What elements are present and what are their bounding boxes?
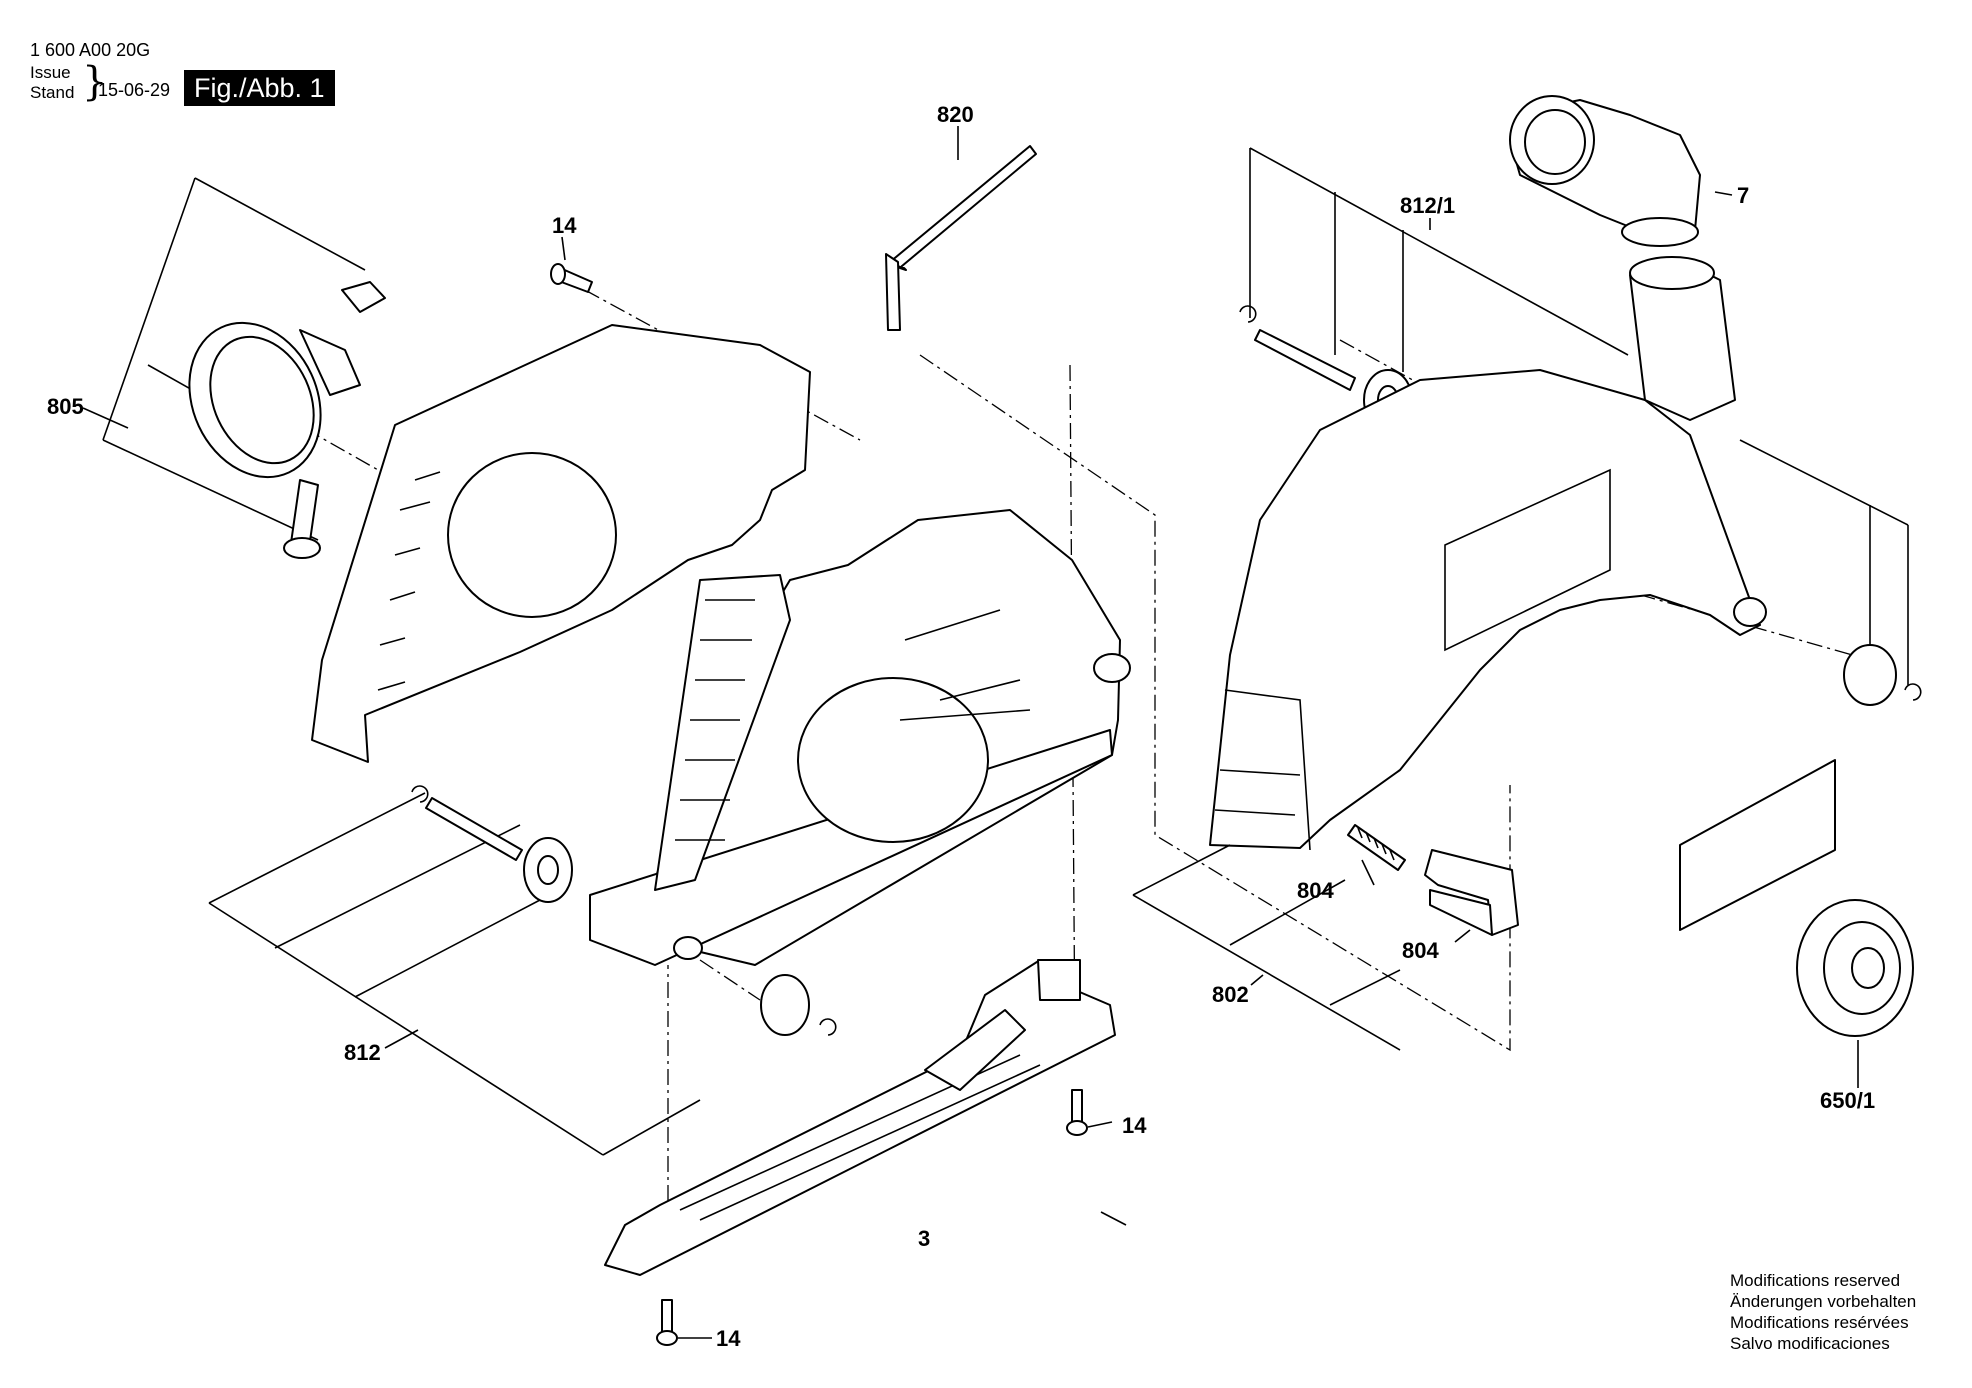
leader-lines [82,126,1859,1339]
figure-tag: Fig./Abb. 1 [184,70,335,106]
part-label-820: 820 [937,102,974,127]
modifications-notice: Modifications reserved Änderungen vorbeh… [1730,1270,1916,1354]
issue-date: 15-06-29 [98,80,171,100]
lever-804 [1347,824,1519,936]
guard-right-housing [1209,256,1767,851]
part-label-812: 812 [344,1040,381,1065]
guard-805-group [102,177,386,559]
guard-shell [311,324,811,763]
document-number: 1 600 A00 20G [30,40,151,60]
notice-line-fr: Modifications resérvées [1730,1313,1909,1332]
notice-line-de: Änderungen vorbehalten [1730,1292,1917,1311]
base-plate-3 [604,959,1116,1276]
part-label-7: 7 [1737,183,1749,208]
wheel-812-group [208,785,837,1156]
screw-14-top [550,263,593,293]
part-label-14-right: 14 [1122,1113,1147,1138]
notice-line-es: Salvo modificaciones [1730,1334,1890,1353]
blade-guard-center [589,509,1131,966]
part-label-805: 805 [47,394,84,419]
part-label-14-top: 14 [552,213,577,238]
screw-14-bottom [656,1299,678,1346]
hex-key-820 [885,145,1037,331]
notice-line-en: Modifications reserved [1730,1271,1901,1290]
part-label-3: 3 [918,1226,930,1251]
washer-650-1 [1796,899,1914,1037]
base-802-group [1132,759,1836,1051]
part-labels: 820 14 805 812 3 14 14 812/1 7 804 804 8… [47,102,1875,1351]
part-label-14-bottom: 14 [716,1326,741,1351]
part-label-802: 802 [1212,982,1249,1007]
screw-14-right [1066,1089,1088,1136]
part-label-650-1: 650/1 [1820,1088,1875,1113]
elbow-adapter-7 [1509,95,1701,247]
brace-mark: } [82,59,108,105]
stand-label: Stand [30,83,75,102]
part-label-812-1: 812/1 [1400,193,1455,218]
part-label-804-a: 804 [1297,878,1334,903]
part-label-804-b: 804 [1402,938,1439,963]
issue-label: Issue [30,63,71,82]
